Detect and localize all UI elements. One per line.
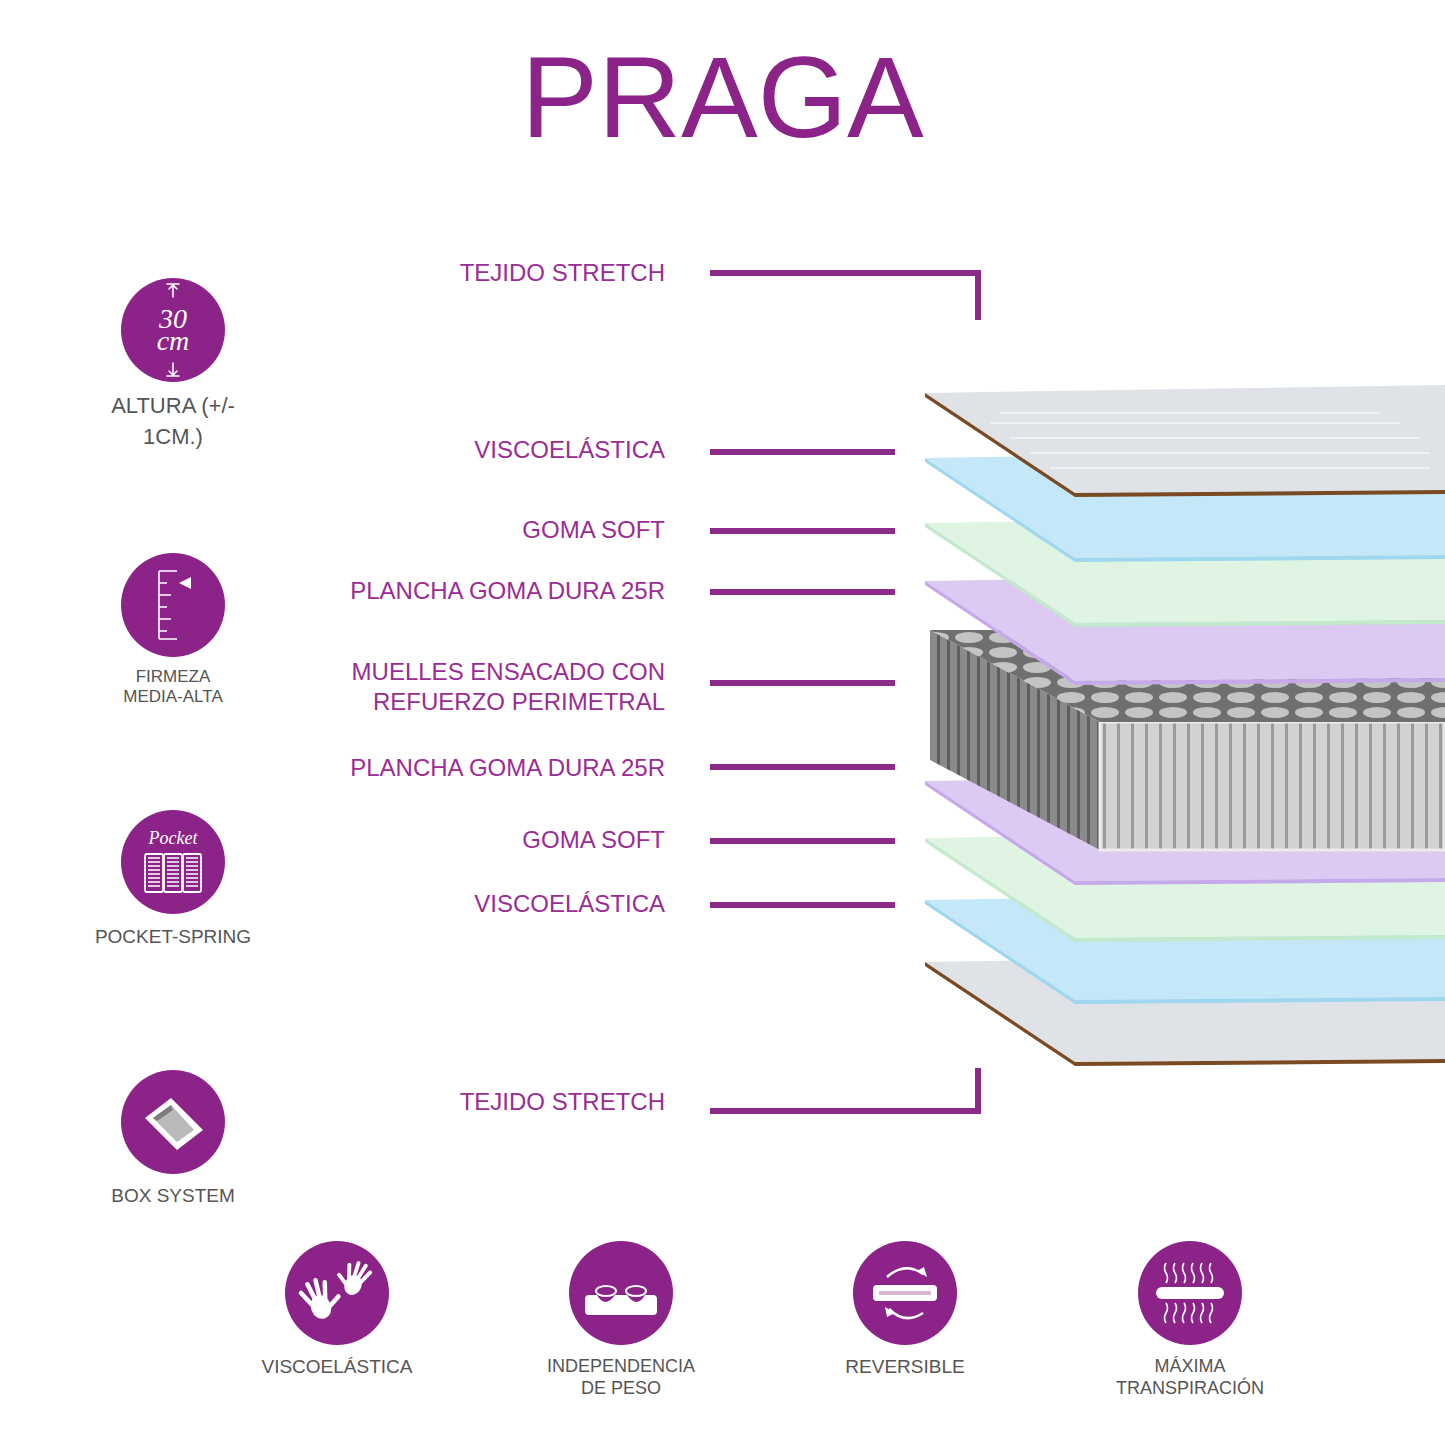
badge-icon [585, 1286, 657, 1315]
layer-label: MUELLES ENSACADO CON REFUERZO PERIMETRAL [325, 657, 665, 717]
badge-circle [1138, 1241, 1242, 1345]
leader-line [710, 764, 895, 770]
badge-icon [145, 854, 201, 892]
fabric-texture [990, 413, 1430, 468]
badge-shape [1138, 1241, 1242, 1345]
layer-label: TEJIDO STRETCH [325, 1087, 665, 1117]
badge-circle [569, 1241, 673, 1345]
badge-shape [569, 1241, 673, 1345]
badge-icon [145, 1098, 203, 1150]
badge-icon [873, 1267, 937, 1318]
badge-circle [285, 1241, 389, 1345]
badge-caption: MÁXIMA TRANSPIRACIÓN [1110, 1355, 1270, 1399]
badge-caption: BOX SYSTEM [73, 1185, 273, 1207]
badge-icon [159, 571, 191, 639]
badge-caption: FIRMEZA MEDIA-ALTA [111, 667, 235, 707]
icon-badge: VISCOELÁSTICA [285, 1241, 389, 1345]
badge-icon [299, 1257, 372, 1323]
icon-badge: 30 cmALTURA (+/- 1CM.) [121, 278, 225, 382]
badge-circle [121, 810, 225, 914]
leader-line [710, 589, 895, 595]
badge-circle [121, 553, 225, 657]
badge-circle [853, 1241, 957, 1345]
icon-badge: REVERSIBLE [853, 1241, 957, 1345]
icon-badge: BOX SYSTEM [121, 1070, 225, 1174]
badge-shape [853, 1241, 957, 1345]
badge-circle [121, 1070, 225, 1174]
layer-surface [925, 385, 1445, 493]
badge-caption: INDEPENDENCIA DE PESO [541, 1355, 701, 1399]
badge-shape [121, 553, 225, 657]
layer-label: PLANCHA GOMA DURA 25R [325, 576, 665, 606]
badge-inner-text: 30 cm [151, 308, 195, 352]
icon-badge: INDEPENDENCIA DE PESO [569, 1241, 673, 1345]
leader-line [710, 680, 895, 686]
diagram-title: PRAGA [521, 40, 924, 155]
leader-line [710, 838, 895, 844]
badge-shape [121, 1070, 225, 1174]
leader-bracket [710, 273, 978, 320]
badge-caption: ALTURA (+/- 1CM.) [111, 390, 235, 452]
layer-label: PLANCHA GOMA DURA 25R [325, 753, 665, 783]
badge-inner-text: Pocket [121, 828, 225, 848]
badge-caption: POCKET-SPRING [73, 926, 273, 948]
badge-icon [1156, 1263, 1224, 1323]
badge-caption: VISCOELÁSTICA [237, 1356, 437, 1378]
icon-badge: PocketPOCKET-SPRING [121, 810, 225, 914]
springs-front [1100, 722, 1445, 850]
badge-shape [285, 1241, 389, 1345]
icon-badge: MÁXIMA TRANSPIRACIÓN [1138, 1241, 1242, 1345]
leader-line [710, 528, 895, 534]
leader-line [710, 902, 895, 908]
layer-label: VISCOELÁSTICA [325, 435, 665, 465]
layer-label: VISCOELÁSTICA [325, 889, 665, 919]
layer-label: TEJIDO STRETCH [325, 258, 665, 288]
badge-circle [121, 278, 225, 382]
icon-badge: FIRMEZA MEDIA-ALTA [121, 553, 225, 657]
leader-bracket [710, 1068, 978, 1111]
badge-shape [121, 810, 225, 914]
leader-line [710, 449, 895, 455]
springs-border [1100, 722, 1445, 850]
cover-layer [925, 385, 1445, 497]
layer-label: GOMA SOFT [325, 825, 665, 855]
layer-edge [925, 393, 1445, 497]
badge-caption: REVERSIBLE [805, 1356, 1005, 1378]
layer-label: GOMA SOFT [325, 515, 665, 545]
